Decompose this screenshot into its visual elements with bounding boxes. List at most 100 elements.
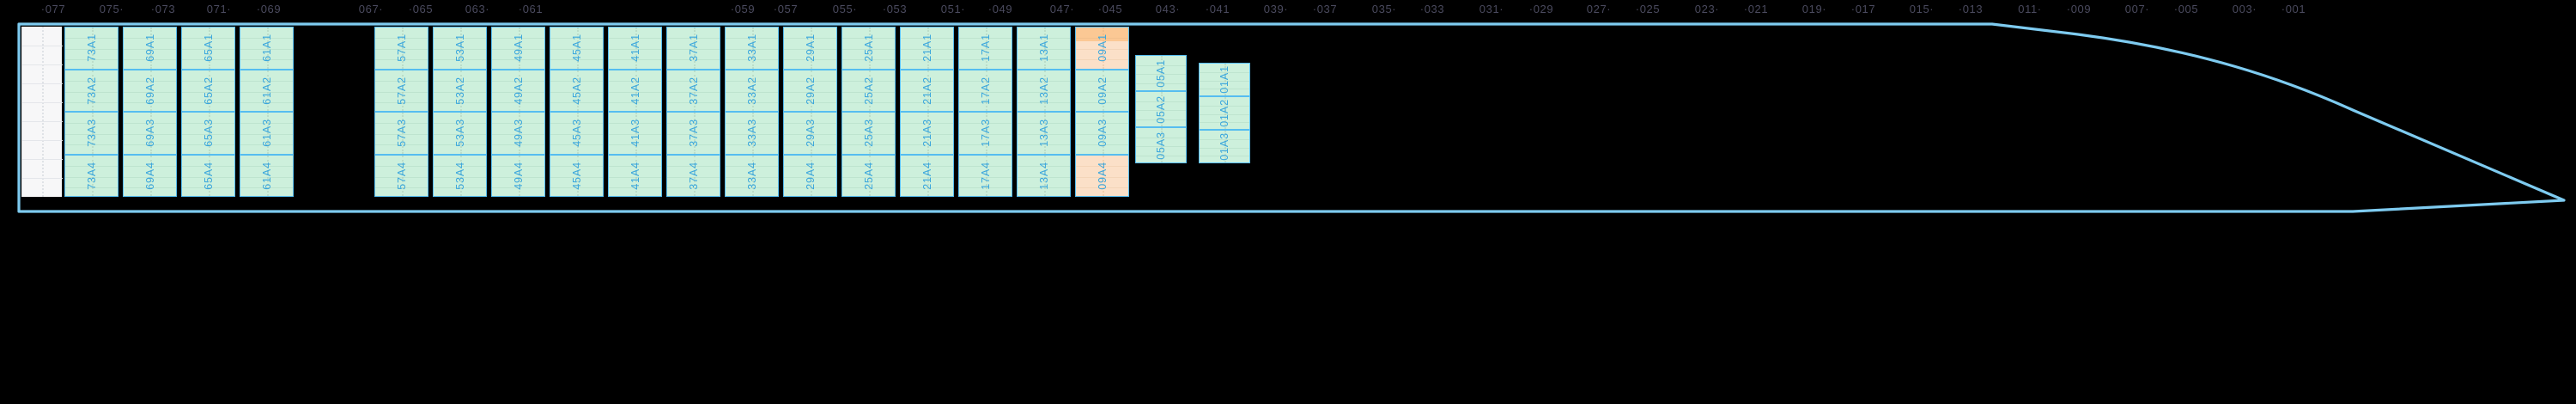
container-cell-45A2[interactable]: 45A2: [550, 69, 604, 112]
container-cell-01A3[interactable]: 01A3: [1199, 130, 1250, 163]
cell-slot-rule: [667, 101, 720, 103]
cell-slot-rule: [492, 134, 544, 135]
container-cell-45A4[interactable]: 45A4: [550, 154, 604, 197]
cell-slot-rule: [124, 134, 176, 135]
container-cell-17A4[interactable]: 17A4: [958, 154, 1012, 197]
container-cell-13A3[interactable]: 13A3: [1017, 112, 1071, 155]
container-cell-49A3[interactable]: 49A3: [491, 112, 545, 155]
container-cell-41A4[interactable]: 41A4: [608, 154, 662, 197]
container-cell-61A3[interactable]: 61A3: [240, 112, 294, 155]
container-cell-25A2[interactable]: 25A2: [841, 69, 896, 112]
container-cell-45A1[interactable]: 45A1: [550, 27, 604, 70]
container-cell-41A1[interactable]: 41A1: [608, 27, 662, 70]
container-cell-65A3[interactable]: 65A3: [181, 112, 235, 155]
cell-slot-rule: [1076, 101, 1128, 103]
container-cell-61A2[interactable]: 61A2: [240, 69, 294, 112]
container-cell-09A3[interactable]: 09A3: [1075, 112, 1129, 155]
cell-label: 33A4: [745, 161, 758, 190]
container-cell-29A4[interactable]: 29A4: [783, 154, 837, 197]
container-cell-69A1[interactable]: 69A1: [123, 27, 177, 70]
cell-centerline: [91, 28, 94, 69]
container-cell-53A4[interactable]: 53A4: [433, 154, 487, 197]
bay-tick-069: ·069: [256, 3, 282, 15]
container-cell-57A4[interactable]: 57A4: [374, 154, 428, 197]
container-cell-21A3[interactable]: 21A3: [900, 112, 954, 155]
container-cell-33A2[interactable]: 33A2: [725, 69, 779, 112]
bay-tick-077: ·077: [40, 3, 66, 15]
container-cell-49A1[interactable]: 49A1: [491, 27, 545, 70]
container-cell-09A2[interactable]: 09A2: [1075, 69, 1129, 112]
container-cell-61A4[interactable]: 61A4: [240, 154, 294, 197]
container-cell-41A2[interactable]: 41A2: [608, 69, 662, 112]
container-cell-61A1[interactable]: 61A1: [240, 27, 294, 70]
container-cell-57A2[interactable]: 57A2: [374, 69, 428, 112]
container-cell-29A2[interactable]: 29A2: [783, 69, 837, 112]
cell-slot-rule: [65, 165, 118, 167]
container-cell-33A4[interactable]: 33A4: [725, 154, 779, 197]
container-cell-45A3[interactable]: 45A3: [550, 112, 604, 155]
cell-slot-rule: [434, 38, 486, 39]
container-cell-17A2[interactable]: 17A2: [958, 69, 1012, 112]
bay-tick-075: 075·: [99, 3, 125, 15]
bay-tick-011: 011·: [2018, 3, 2042, 15]
container-cell-73A2[interactable]: 73A2: [64, 69, 118, 112]
container-cell-05A1[interactable]: 05A1: [1135, 55, 1187, 91]
container-cell-73A4[interactable]: 73A4: [64, 154, 118, 197]
container-cell-05A3[interactable]: 05A3: [1135, 127, 1187, 163]
container-cell-37A4[interactable]: 37A4: [666, 154, 720, 197]
container-cell-65A1[interactable]: 65A1: [181, 27, 235, 70]
container-cell-69A3[interactable]: 69A3: [123, 112, 177, 155]
container-cell-13A4[interactable]: 13A4: [1017, 154, 1071, 197]
container-cell-29A3[interactable]: 29A3: [783, 112, 837, 155]
container-cell-41A3[interactable]: 41A3: [608, 112, 662, 155]
container-cell-13A2[interactable]: 13A2: [1017, 69, 1071, 112]
cell-slot-rule: [550, 91, 603, 93]
container-cell-73A1[interactable]: 73A1: [64, 27, 118, 70]
cell-slot-rule: [182, 101, 234, 103]
container-cell-13A1[interactable]: 13A1: [1017, 27, 1071, 70]
cell-slot-rule: [842, 101, 895, 103]
container-cell-09A1[interactable]: 09A1: [1075, 27, 1129, 70]
container-cell-21A1[interactable]: 21A1: [900, 27, 954, 70]
cell-centerline: [91, 155, 94, 196]
container-cell-21A4[interactable]: 21A4: [900, 154, 954, 197]
container-cell-65A2[interactable]: 65A2: [181, 69, 235, 112]
container-cell-53A1[interactable]: 53A1: [433, 27, 487, 70]
cell-slot-rule: [842, 176, 895, 178]
container-cell-37A2[interactable]: 37A2: [666, 69, 720, 112]
cell-slot-rule: [609, 123, 661, 124]
container-cell-17A1[interactable]: 17A1: [958, 27, 1012, 70]
container-cell-33A1[interactable]: 33A1: [725, 27, 779, 70]
container-cell-65A4[interactable]: 65A4: [181, 154, 235, 197]
bay-tick-065: ·065: [408, 3, 434, 15]
container-cell-25A3[interactable]: 25A3: [841, 112, 896, 155]
container-cell-37A1[interactable]: 37A1: [666, 27, 720, 70]
cell-slot-rule: [1076, 187, 1128, 188]
container-cell-73A3[interactable]: 73A3: [64, 112, 118, 155]
container-cell-53A3[interactable]: 53A3: [433, 112, 487, 155]
container-cell-69A4[interactable]: 69A4: [123, 154, 177, 197]
container-cell-57A3[interactable]: 57A3: [374, 112, 428, 155]
container-cell-37A3[interactable]: 37A3: [666, 112, 720, 155]
cell-slot-rule: [667, 91, 720, 93]
container-cell-69A2[interactable]: 69A2: [123, 69, 177, 112]
container-cell-33A3[interactable]: 33A3: [725, 112, 779, 155]
container-cell-49A4[interactable]: 49A4: [491, 154, 545, 197]
cell-label: 29A4: [804, 161, 817, 190]
container-cell-05A2[interactable]: 05A2: [1135, 91, 1187, 127]
bay-tick-051: 051·: [940, 3, 966, 15]
container-cell-21A2[interactable]: 21A2: [900, 69, 954, 112]
container-cell-57A1[interactable]: 57A1: [374, 27, 428, 70]
container-cell-01A1[interactable]: 01A1: [1199, 63, 1250, 96]
container-cell-53A2[interactable]: 53A2: [433, 69, 487, 112]
container-cell-25A1[interactable]: 25A1: [841, 27, 896, 70]
container-cell-29A1[interactable]: 29A1: [783, 27, 837, 70]
container-cell-09A4[interactable]: 09A4: [1075, 154, 1129, 197]
container-cell-49A2[interactable]: 49A2: [491, 69, 545, 112]
cell-centerline: [208, 28, 210, 69]
container-cell-25A4[interactable]: 25A4: [841, 154, 896, 197]
container-cell-17A3[interactable]: 17A3: [958, 112, 1012, 155]
container-cell-01A2[interactable]: 01A2: [1199, 96, 1250, 130]
